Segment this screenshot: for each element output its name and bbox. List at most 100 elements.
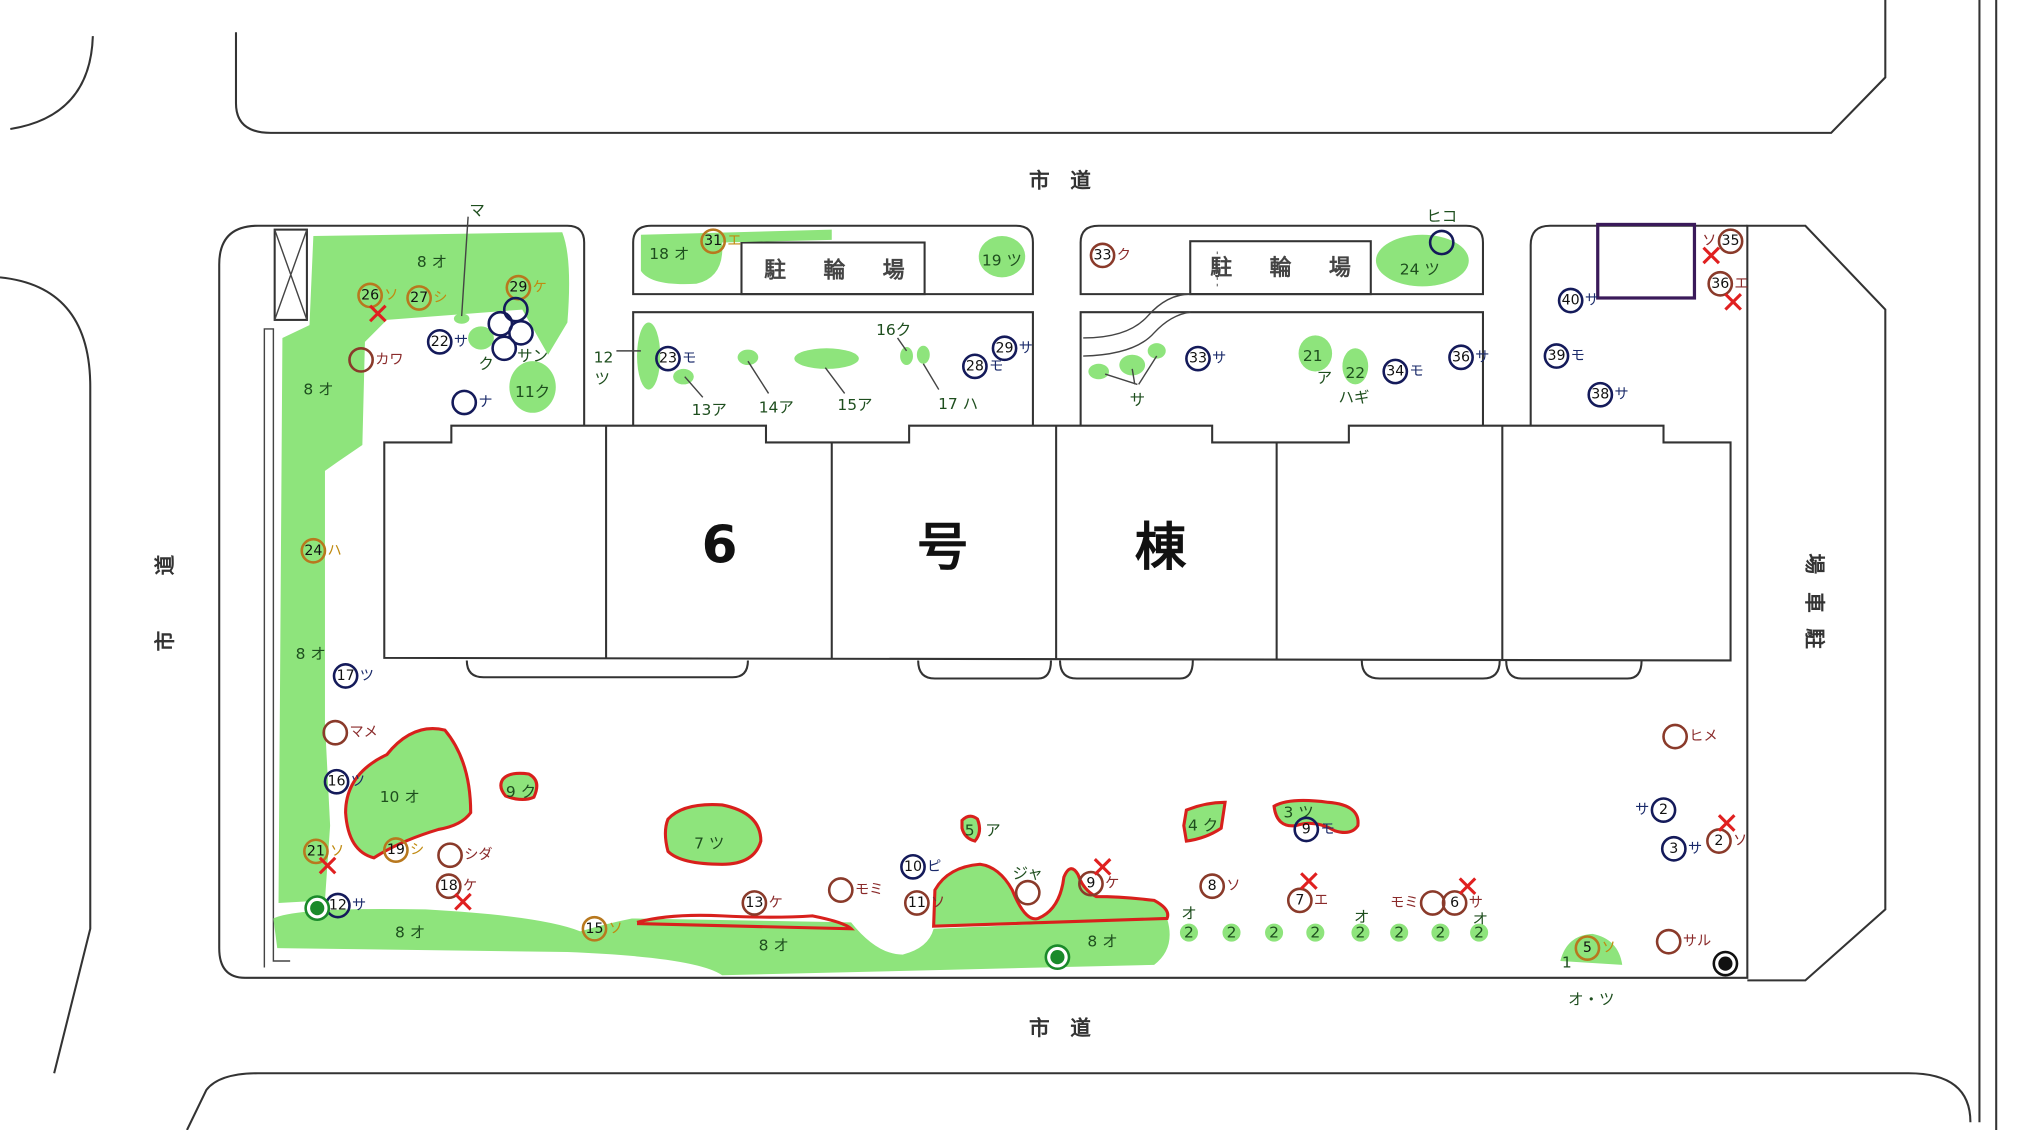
marker-circle bbox=[322, 719, 349, 746]
tree-marker-brown[interactable]: サル bbox=[1655, 928, 1711, 955]
building-6: 6 号 棟 bbox=[383, 424, 1732, 680]
tree-marker-brown[interactable]: カワ bbox=[348, 346, 404, 373]
tree-marker-navy[interactable]: ナ bbox=[451, 389, 493, 416]
removed-x-icon bbox=[1458, 877, 1477, 896]
planting-label: 8 オ bbox=[417, 253, 447, 271]
marker-number: 9 bbox=[1302, 821, 1311, 837]
marker-label: サ bbox=[1585, 293, 1599, 309]
tree-marker-brown[interactable]: モミ bbox=[1390, 890, 1446, 916]
marker-circle bbox=[1717, 228, 1744, 255]
purple-marked-area bbox=[1596, 222, 1697, 300]
planting-bottom-strip bbox=[273, 908, 1170, 976]
marker-number: 9 bbox=[1086, 876, 1095, 892]
tree-marker-brown[interactable]: ヒメ bbox=[1662, 723, 1718, 750]
marker-label: ソ bbox=[931, 895, 945, 911]
marker-number: 40 bbox=[1562, 293, 1580, 309]
planting-label: 5 bbox=[965, 822, 975, 840]
tree-marker-navy[interactable]: 40 サ bbox=[1557, 287, 1599, 314]
marker-number: 10 bbox=[904, 859, 922, 875]
planting-label: ア bbox=[1317, 369, 1332, 387]
tree-marker-brown[interactable]: 35ソ bbox=[1702, 228, 1744, 255]
marker-label: ハ bbox=[328, 543, 342, 559]
tree-marker-brown[interactable]: モミ bbox=[827, 877, 883, 903]
marker-number: 36 bbox=[1452, 349, 1470, 365]
marker-number: 33 bbox=[1189, 351, 1207, 367]
marker-label: モ bbox=[989, 358, 1003, 374]
marker-number: 15 bbox=[585, 921, 603, 937]
planting-label: 21 bbox=[1303, 347, 1323, 365]
planting-label: 19 ツ bbox=[982, 252, 1022, 270]
planting-label: 1 bbox=[1562, 953, 1572, 971]
marker-number: 29 bbox=[996, 340, 1014, 356]
marker-circle bbox=[1428, 229, 1455, 256]
marker-circle bbox=[741, 890, 768, 916]
planting-left-l bbox=[278, 232, 570, 903]
tree-marker-navy[interactable] bbox=[508, 319, 534, 346]
tree-marker-brown[interactable] bbox=[1014, 879, 1041, 906]
tree-marker-brown[interactable]: シダ bbox=[437, 842, 493, 869]
marker-circle bbox=[1557, 287, 1584, 314]
planting-label: オ・ツ bbox=[1568, 991, 1614, 1009]
marker-number: 36 bbox=[1711, 276, 1729, 292]
tree-marker-navy[interactable]: 2サ bbox=[1635, 797, 1677, 823]
planting-label: ツ bbox=[594, 370, 609, 388]
target-point-center bbox=[1050, 950, 1065, 965]
removed-x-icon bbox=[1093, 858, 1112, 876]
removed-x-icon bbox=[1724, 293, 1742, 311]
planting-label: サン bbox=[517, 347, 548, 365]
marker-circle bbox=[1199, 873, 1226, 900]
hedge-unit-label: 2 bbox=[1184, 924, 1194, 942]
marker-label: ケ bbox=[769, 895, 783, 911]
marker-number: 27 bbox=[410, 290, 428, 306]
site-boundary bbox=[218, 222, 1887, 982]
planting-label: 8 オ bbox=[395, 924, 425, 942]
removed-x-icon bbox=[454, 892, 472, 911]
marker-number: 8 bbox=[1208, 878, 1217, 894]
tree-marker-navy[interactable] bbox=[1428, 229, 1455, 256]
marker-circle bbox=[827, 877, 854, 903]
marker-label: ツ bbox=[351, 774, 365, 790]
marker-number: 7 bbox=[1295, 892, 1304, 908]
planting-8-east bbox=[932, 862, 1170, 928]
tree-marker-navy[interactable] bbox=[491, 335, 518, 362]
planting-label: ハギ bbox=[1339, 388, 1370, 406]
marker-number: 17 bbox=[337, 668, 355, 684]
removed-x-icon bbox=[1300, 872, 1318, 890]
tree-marker-brown[interactable]: マメ bbox=[322, 719, 378, 746]
